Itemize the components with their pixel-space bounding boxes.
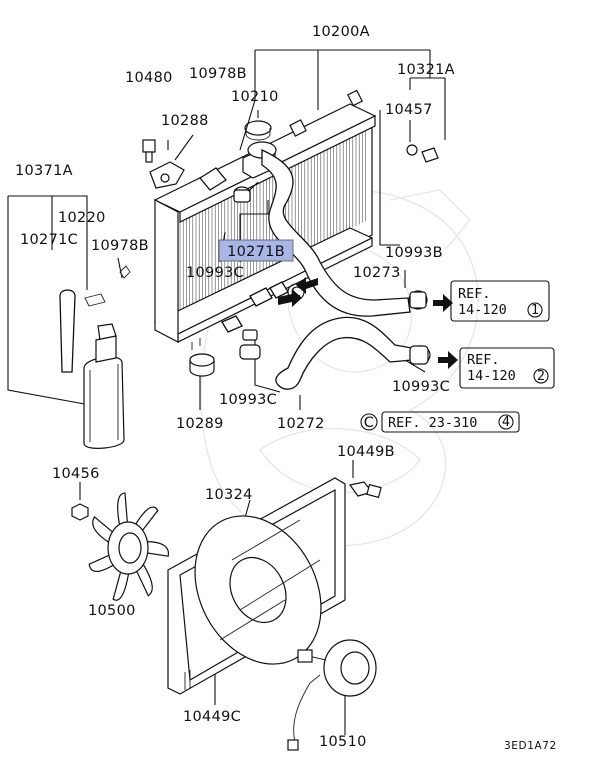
part-label-10220[interactable]: 10220 [58,210,106,226]
part-label-10993C-c[interactable]: 10993C [219,392,277,408]
ref-box-2[interactable]: REF. 14-120 2 [459,347,555,389]
connector-marker-text: C [291,285,301,301]
drawing-code: 3ED1A72 [504,740,557,752]
part-label-10371A[interactable]: 10371A [15,163,73,179]
ref-1-line1: REF. [458,286,491,302]
part-label-10978B-left[interactable]: 10978B [91,238,149,254]
part-label-10510[interactable]: 10510 [319,734,367,750]
ref-3-text: REF. 23-310 [388,415,477,431]
part-label-10273[interactable]: 10273 [353,265,401,281]
highlighted-label[interactable]: 10271B [227,244,285,260]
reserve-tank [83,323,125,449]
part-labels: 10200A 10978B 10480 10210 10321A 10288 1… [15,24,455,750]
ref-box-1[interactable]: REF. 14-120 1 [450,280,550,322]
part-label-10288[interactable]: 10288 [161,113,209,129]
ref-1-line2: 14-120 [458,302,507,318]
part-label-10200A[interactable]: 10200A [312,24,370,40]
part-label-10456[interactable]: 10456 [52,466,100,482]
part-label-10457[interactable]: 10457 [385,102,433,118]
fan-shroud [167,477,346,695]
part-label-10324[interactable]: 10324 [205,487,253,503]
part-label-10271C[interactable]: 10271C [20,232,78,248]
part-label-10480[interactable]: 10480 [125,70,173,86]
part-label-10993C-b[interactable]: 10993C [392,379,450,395]
part-label-10500[interactable]: 10500 [88,603,136,619]
clamps [84,186,431,365]
ref-box-2-frame[interactable] [459,347,555,389]
part-label-10449B[interactable]: 10449B [337,444,395,460]
upper-hose-10271B [261,148,411,317]
part-label-10993C-a[interactable]: 10993C [186,265,244,281]
ref-3-num: 4 [502,414,510,430]
ref-box-3[interactable]: C REF. 23-310 4 [360,411,520,433]
highlighted-part-10271B[interactable]: 10271B [218,239,294,262]
connector-marker: C [287,283,305,301]
fan-motor [287,639,377,751]
ref-box-1-frame[interactable] [450,280,550,322]
lower-hose-10272 [275,316,413,390]
ref-1-num: 1 [531,302,539,318]
part-label-10210[interactable]: 10210 [231,89,279,105]
ref-2-line2: 14-120 [467,368,516,384]
highlight-box[interactable] [218,239,294,262]
cooling-fan [88,492,170,601]
part-label-10321A[interactable]: 10321A [397,62,455,78]
part-label-10272[interactable]: 10272 [277,416,325,432]
ref-2-line1: REF. [467,352,500,368]
small-fasteners [71,139,439,618]
part-label-10289[interactable]: 10289 [176,416,224,432]
part-label-10978B-top[interactable]: 10978B [189,66,247,82]
part-label-10993B[interactable]: 10993B [385,245,443,261]
part-label-10449C[interactable]: 10449C [183,709,241,725]
ref-2-num: 2 [537,368,545,384]
ref-3-prefix: C [364,415,374,431]
reserve-hose-10271C [59,289,76,373]
ref-box-3-frame[interactable] [381,411,520,433]
